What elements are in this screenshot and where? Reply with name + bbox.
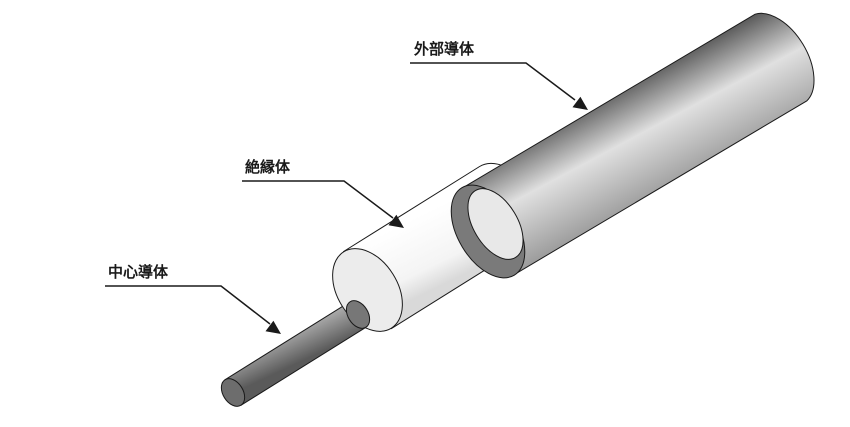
leader-insulator xyxy=(242,180,404,228)
arrowhead-outer-conductor xyxy=(572,96,588,110)
outer-conductor-body xyxy=(461,12,815,276)
outer-conductor-inner-opening xyxy=(467,188,524,260)
center-conductor xyxy=(220,300,371,407)
leader-outer-conductor xyxy=(410,62,588,110)
insulator-bore xyxy=(345,300,371,329)
center-conductor-end-face xyxy=(220,378,246,407)
arrowhead-insulator xyxy=(388,214,404,228)
outer-conductor xyxy=(450,12,815,279)
leader-center-conductor xyxy=(105,285,281,334)
label-outer-conductor: 外部導体 xyxy=(413,40,475,58)
label-insulator: 絶縁体 xyxy=(245,158,291,176)
label-center-conductor: 中心導体 xyxy=(108,263,169,281)
arrowhead-center-conductor xyxy=(265,320,281,334)
